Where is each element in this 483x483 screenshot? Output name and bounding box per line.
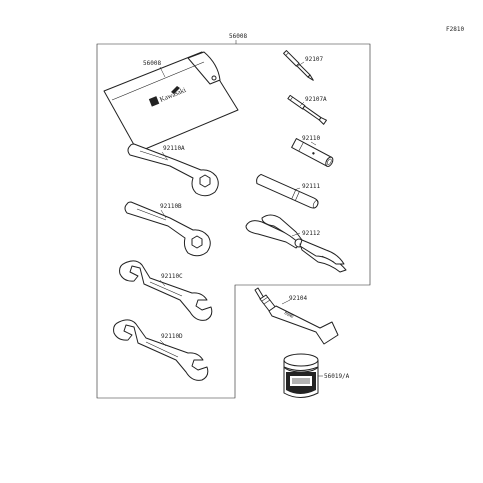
pouch-label: 56008 xyxy=(143,60,161,67)
open-wrench-c-leader xyxy=(159,279,166,287)
spark-plug-label: 92110 xyxy=(302,135,320,142)
box-wrench-a xyxy=(127,143,219,197)
grease-tube-leader xyxy=(281,299,291,305)
open-wrench-c-label: 92110C xyxy=(161,273,183,280)
phillips-screwdriver xyxy=(283,50,314,81)
grease-tube: BOND xyxy=(254,287,339,345)
open-wrench-d xyxy=(113,319,209,381)
pliers xyxy=(245,214,347,273)
spark-plug-leader xyxy=(310,141,317,146)
grease-can xyxy=(283,353,319,398)
kit-label: 56008 xyxy=(229,33,247,40)
phillips-label: 92107 xyxy=(305,56,323,63)
flat-label: 92107A xyxy=(305,96,327,103)
handle-label: 92111 xyxy=(302,183,320,190)
kit-boundary xyxy=(96,43,371,399)
handle-leader xyxy=(293,187,301,191)
figure-code: F2810 xyxy=(446,26,464,33)
grease-tube-brand: BOND xyxy=(284,310,295,319)
pliers-leader xyxy=(291,232,301,237)
kawasaki-logo-icon xyxy=(148,96,160,107)
open-wrench-c xyxy=(119,260,213,321)
pouch-leader xyxy=(159,66,166,78)
screwdriver-handle xyxy=(256,173,319,209)
tool-pouch: Kawasaki xyxy=(103,51,239,153)
phillips-leader xyxy=(297,61,305,67)
spark-plug-wrench xyxy=(291,138,334,167)
open-wrench-d-leader xyxy=(159,339,167,347)
box-wrench-a-leader xyxy=(161,151,168,160)
pliers-label: 92112 xyxy=(302,230,320,237)
grease-can-label: 56019/A xyxy=(324,373,350,380)
open-wrench-d-label: 92110D xyxy=(161,333,183,340)
flat-leader xyxy=(299,101,305,107)
box-wrench-b-leader xyxy=(160,209,167,219)
box-wrench-b xyxy=(124,201,211,257)
box-wrench-b-label: 92110B xyxy=(160,203,182,210)
box-wrench-a-label: 92110A xyxy=(163,145,185,152)
grease-tube-label: 92104 xyxy=(289,295,307,302)
